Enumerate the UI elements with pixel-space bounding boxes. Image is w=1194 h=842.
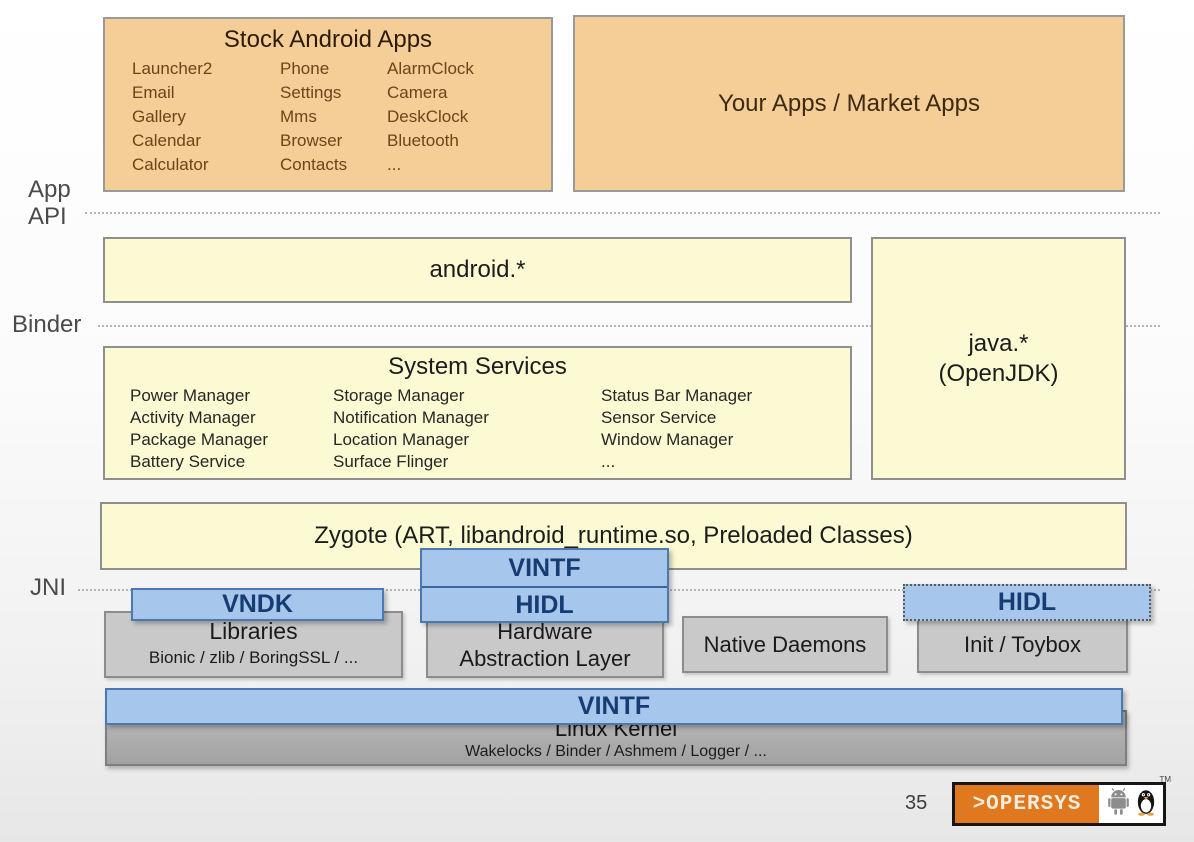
stock-app-item: Email — [132, 83, 175, 102]
opersys-logo-tm: TM — [1159, 775, 1171, 784]
android-robot-icon — [1106, 787, 1131, 821]
opersys-logo: >OPERSYS — [952, 775, 1171, 826]
java-api-title: java.* (OpenJDK) — [938, 329, 1059, 387]
opersys-logo-icon-panel — [1099, 785, 1163, 823]
layer-label-jni: JNI — [30, 574, 66, 601]
stock-app-item: DeskClock — [387, 107, 469, 126]
system-services-box: System Services Power Manager Activity M… — [103, 346, 852, 480]
hidl-right-box: HIDL — [903, 584, 1151, 621]
vintf-hidl-stack: VINTF HIDL — [420, 548, 669, 623]
system-service-item: Storage Manager — [333, 386, 465, 405]
stock-app-item: Gallery — [132, 107, 186, 126]
stock-android-apps-title: Stock Android Apps — [223, 26, 433, 53]
system-service-item: Activity Manager — [130, 408, 256, 427]
system-service-item: ... — [601, 452, 616, 471]
stock-app-item: Bluetooth — [387, 131, 459, 150]
stock-app-item: Contacts — [280, 155, 348, 174]
app-api-divider-line — [85, 212, 1160, 214]
vintf-bar: VINTF — [105, 688, 1123, 725]
stock-app-item: Phone — [280, 59, 330, 78]
stock-app-item: Calendar — [132, 131, 201, 150]
libraries-box: Libraries Bionic / zlib / BoringSSL / ..… — [104, 611, 403, 678]
vintf-middle-label: VINTF — [422, 550, 667, 588]
native-daemons-box: Native Daemons — [682, 616, 888, 673]
init-toybox-title: Init / Toybox — [964, 631, 1081, 657]
binder-divider-line — [98, 325, 1160, 327]
stock-app-item: Browser — [280, 131, 343, 150]
hidl-right-label: HIDL — [997, 588, 1057, 616]
opersys-logo-text: >OPERSYS — [972, 792, 1082, 816]
opersys-logo-orange-panel: >OPERSYS — [955, 785, 1099, 823]
your-apps-box: Your Apps / Market Apps — [573, 15, 1125, 192]
system-service-item: Battery Service — [130, 452, 246, 471]
system-service-item: Window Manager — [601, 430, 734, 449]
vndk-box: VNDK — [131, 588, 384, 621]
stock-android-apps-box: Stock Android Apps Launcher2 Email Galle… — [103, 17, 553, 192]
stock-app-item: AlarmClock — [387, 59, 474, 78]
libraries-title: Libraries — [209, 618, 298, 644]
hal-title: Hardware Abstraction Layer — [459, 618, 631, 671]
system-service-item: Status Bar Manager — [601, 386, 753, 405]
layer-label-app-api: App API — [28, 176, 71, 230]
your-apps-title: Your Apps / Market Apps — [718, 89, 980, 117]
system-service-item: Location Manager — [333, 430, 470, 449]
stock-app-item: Settings — [280, 83, 342, 102]
vintf-bar-label: VINTF — [577, 692, 651, 720]
stock-app-item: Calculator — [132, 155, 209, 174]
page-number: 35 — [905, 792, 928, 814]
linux-kernel-subtitle: Wakelocks / Binder / Ashmem / Logger / .… — [465, 743, 767, 760]
stock-app-item: Mms — [280, 107, 317, 126]
vndk-label: VNDK — [222, 590, 293, 618]
android-api-box: android.* — [103, 237, 852, 303]
system-service-item: Surface Flinger — [333, 452, 449, 471]
zygote-title: Zygote (ART, libandroid_runtime.so, Prel… — [314, 522, 913, 549]
system-service-item: Sensor Service — [601, 408, 717, 427]
system-services-title: System Services — [388, 353, 567, 380]
hidl-middle-label: HIDL — [515, 591, 574, 619]
stock-app-item: Camera — [387, 83, 448, 102]
system-service-item: Notification Manager — [333, 408, 489, 427]
stock-app-item: ... — [387, 155, 402, 174]
init-toybox-box: Init / Toybox — [917, 616, 1128, 673]
native-daemons-title: Native Daemons — [703, 631, 867, 657]
tux-penguin-icon — [1135, 787, 1157, 821]
android-api-title: android.* — [429, 256, 526, 283]
layer-label-binder: Binder — [12, 311, 82, 338]
system-service-item: Power Manager — [130, 386, 251, 405]
libraries-subtitle: Bionic / zlib / BoringSSL / ... — [148, 648, 359, 667]
system-service-item: Package Manager — [130, 430, 268, 449]
java-api-box: java.* (OpenJDK) — [871, 237, 1126, 480]
stock-app-item: Launcher2 — [132, 59, 213, 78]
